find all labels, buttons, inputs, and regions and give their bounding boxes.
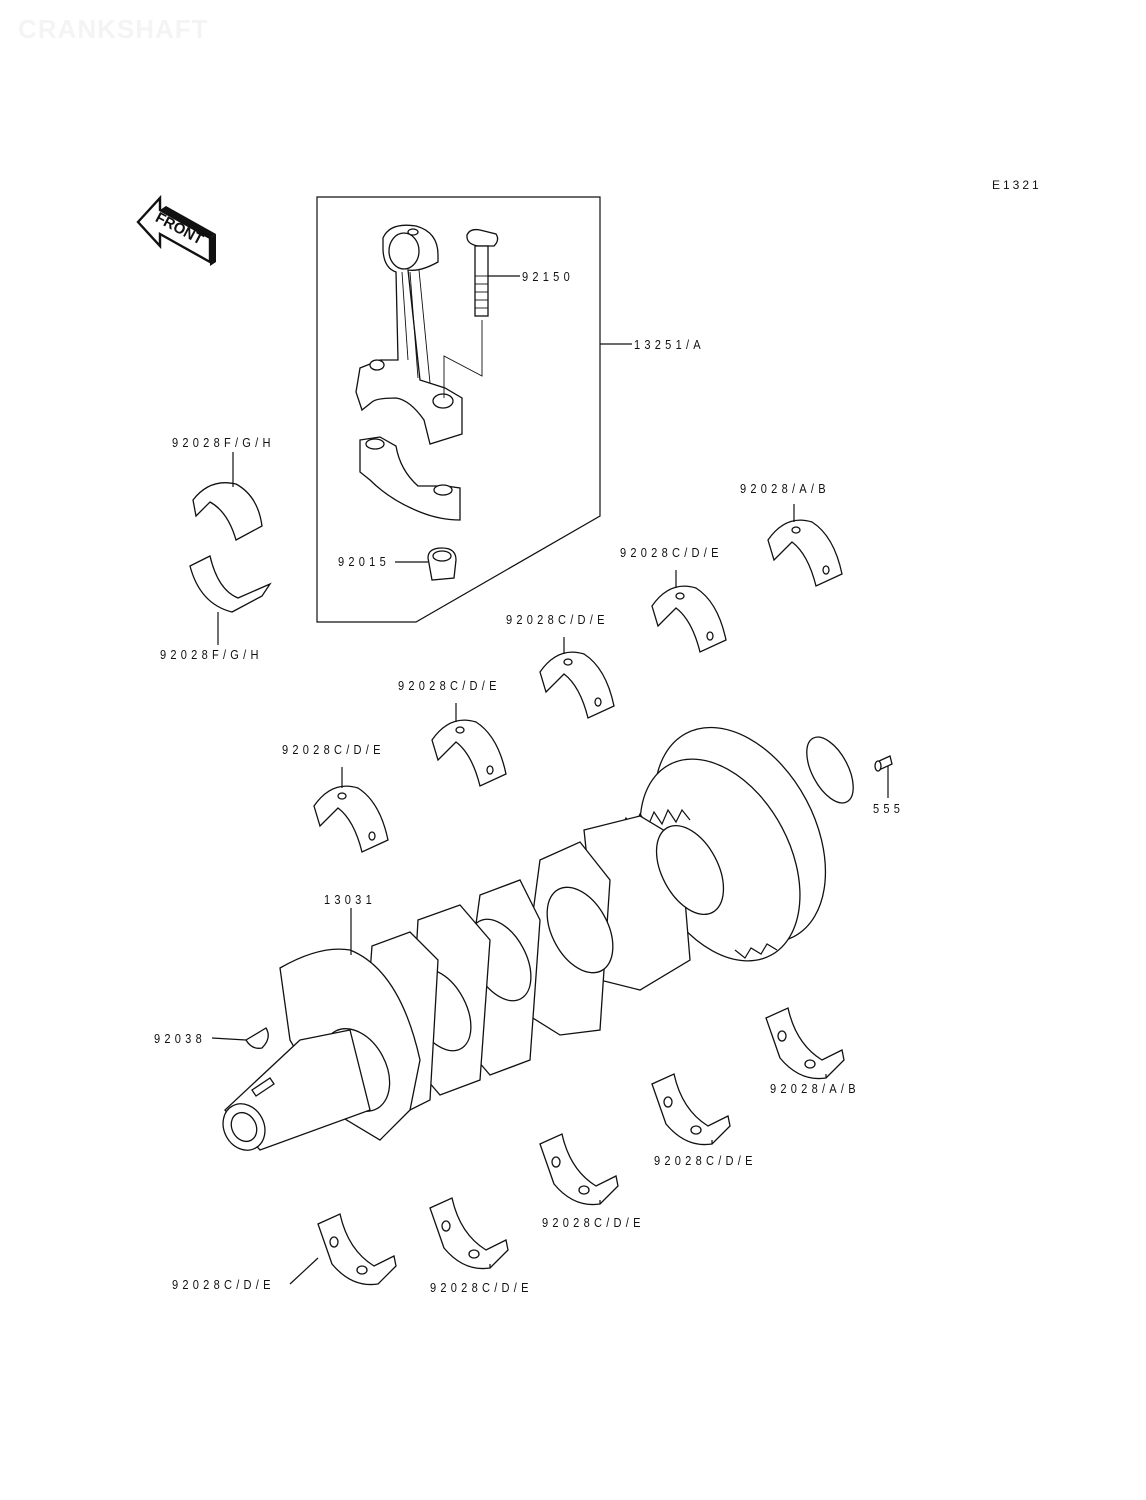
main-bearing-upper-shell xyxy=(431,703,507,787)
label-dowel-pin: 555 xyxy=(873,801,905,816)
main-bearing-lower-shell xyxy=(289,1213,397,1286)
rod-bearing-lower xyxy=(189,555,272,645)
label-main-lower-1: 92028/A/B xyxy=(770,1081,860,1096)
crankshaft xyxy=(222,726,854,1151)
label-main-upper-1: 92028/A/B xyxy=(740,481,830,496)
label-main-lower-2: 92028C/D/E xyxy=(654,1153,757,1168)
main-bearing-lower-shell xyxy=(429,1197,509,1270)
connecting-rod xyxy=(355,224,463,445)
label-conrod-bolt: 92150 xyxy=(522,269,574,284)
conrod-bolt xyxy=(443,228,520,398)
woodruff-key xyxy=(211,1027,269,1049)
main-bearing-lower-shell xyxy=(651,1073,731,1146)
conrod-kit-box xyxy=(316,196,601,623)
label-main-lower-4: 92028C/D/E xyxy=(430,1280,533,1295)
label-conrod-assembly: 13251/A xyxy=(634,337,705,352)
label-main-lower-5: 92028C/D/E xyxy=(172,1277,275,1292)
main-bearing-upper-shell xyxy=(539,637,615,719)
label-main-upper-3: 92028C/D/E xyxy=(506,612,609,627)
page-title: CRANKSHAFT xyxy=(18,14,209,44)
label-woodruff-key: 92038 xyxy=(154,1031,206,1046)
main-bearing-upper-shell xyxy=(651,570,727,653)
main-bearing-upper-shell xyxy=(767,504,843,587)
diagram-code: E1321 xyxy=(992,178,1042,192)
main-bearing-lower-shell xyxy=(539,1133,619,1206)
label-crankshaft: 13031 xyxy=(324,892,376,907)
label-rod-bearing-lower: 92028F/G/H xyxy=(160,647,263,662)
conrod-nut xyxy=(395,547,457,581)
label-main-upper-4: 92028C/D/E xyxy=(398,678,501,693)
label-conrod-nut: 92015 xyxy=(338,554,390,569)
rod-bearing-upper xyxy=(192,452,263,541)
label-main-upper-5: 92028C/D/E xyxy=(282,742,385,757)
conrod-cap xyxy=(359,436,461,521)
label-main-lower-3: 92028C/D/E xyxy=(542,1215,645,1230)
front-arrow-icon: FRONT xyxy=(136,194,216,266)
label-main-upper-2: 92028C/D/E xyxy=(620,545,723,560)
dowel-pin xyxy=(874,755,893,798)
main-bearing-upper-shell xyxy=(313,767,389,853)
label-rod-bearing-upper: 92028F/G/H xyxy=(172,435,275,450)
main-bearing-lower-shell xyxy=(765,1007,845,1080)
